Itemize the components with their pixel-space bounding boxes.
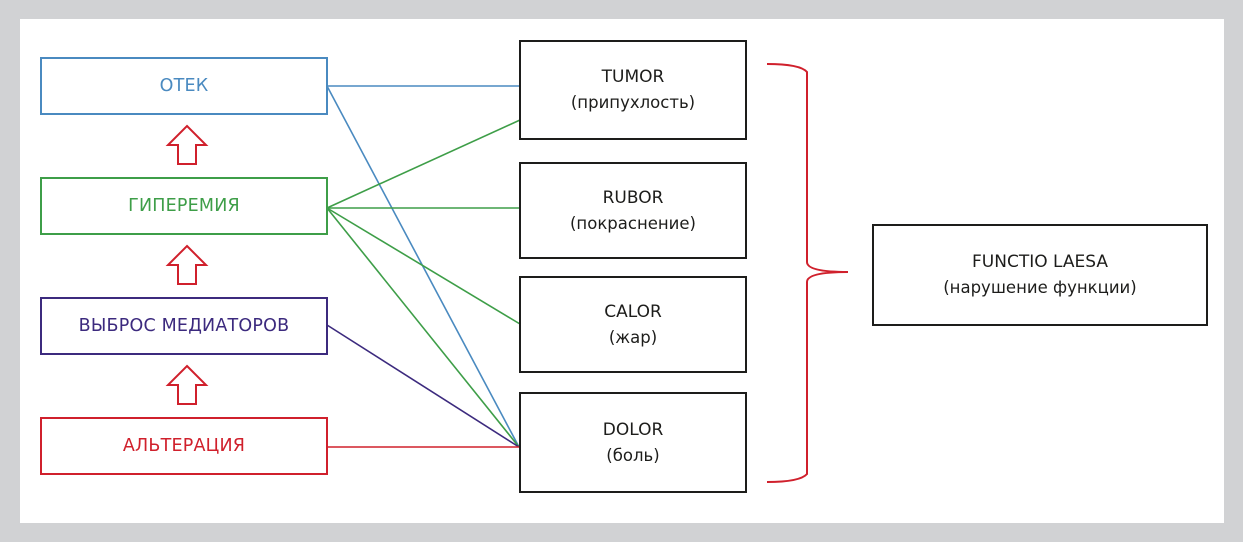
process-box-alteration: АЛЬТЕРАЦИЯ bbox=[40, 417, 328, 475]
sign-russian-calor: (жар) bbox=[608, 327, 658, 347]
process-box-hyperemia: ГИПЕРЕМИЯ bbox=[40, 177, 328, 235]
sign-latin-dolor: DOLOR bbox=[602, 419, 664, 440]
sign-latin-calor: CALOR bbox=[604, 301, 662, 322]
process-label-hyperemia: ГИПЕРЕМИЯ bbox=[128, 196, 240, 216]
connector-mediators-to-dolor bbox=[326, 324, 520, 448]
up-arrow-icon-2 bbox=[165, 244, 209, 285]
process-box-mediators: ВЫБРОС МЕДИАТОРОВ bbox=[40, 297, 328, 355]
sign-russian-dolor: (боль) bbox=[606, 445, 660, 465]
process-box-edema: ОТЕК bbox=[40, 57, 328, 115]
connector-hyperemia-to-calor bbox=[326, 207, 521, 325]
result-box-functio-laesa: FUNCTIO LAESA (нарушение функции) bbox=[872, 224, 1208, 326]
curly-brace-icon bbox=[766, 63, 849, 483]
up-arrow-icon-1 bbox=[165, 124, 209, 165]
result-latin: FUNCTIO LAESA bbox=[972, 252, 1108, 272]
connector-hyperemia-to-dolor bbox=[326, 207, 520, 448]
sign-russian-tumor: (припухлость) bbox=[570, 93, 696, 112]
up-arrow-icon-3 bbox=[165, 364, 209, 405]
process-label-mediators: ВЫБРОС МЕДИАТОРОВ bbox=[78, 316, 290, 336]
sign-box-rubor: RUBOR (покраснение) bbox=[519, 162, 747, 259]
sign-russian-rubor: (покраснение) bbox=[570, 213, 696, 233]
sign-latin-tumor: TUMOR bbox=[601, 67, 665, 87]
sign-latin-rubor: RUBOR bbox=[602, 187, 664, 208]
sign-box-tumor: TUMOR (припухлость) bbox=[519, 40, 747, 140]
process-label-edema: ОТЕК bbox=[159, 76, 209, 96]
connector-hyperemia-to-tumor bbox=[326, 119, 521, 209]
process-label-alteration: АЛЬТЕРАЦИЯ bbox=[122, 436, 246, 456]
sign-box-calor: CALOR (жар) bbox=[519, 276, 747, 373]
sign-box-dolor: DOLOR (боль) bbox=[519, 392, 747, 493]
result-russian: (нарушение функции) bbox=[943, 278, 1137, 297]
